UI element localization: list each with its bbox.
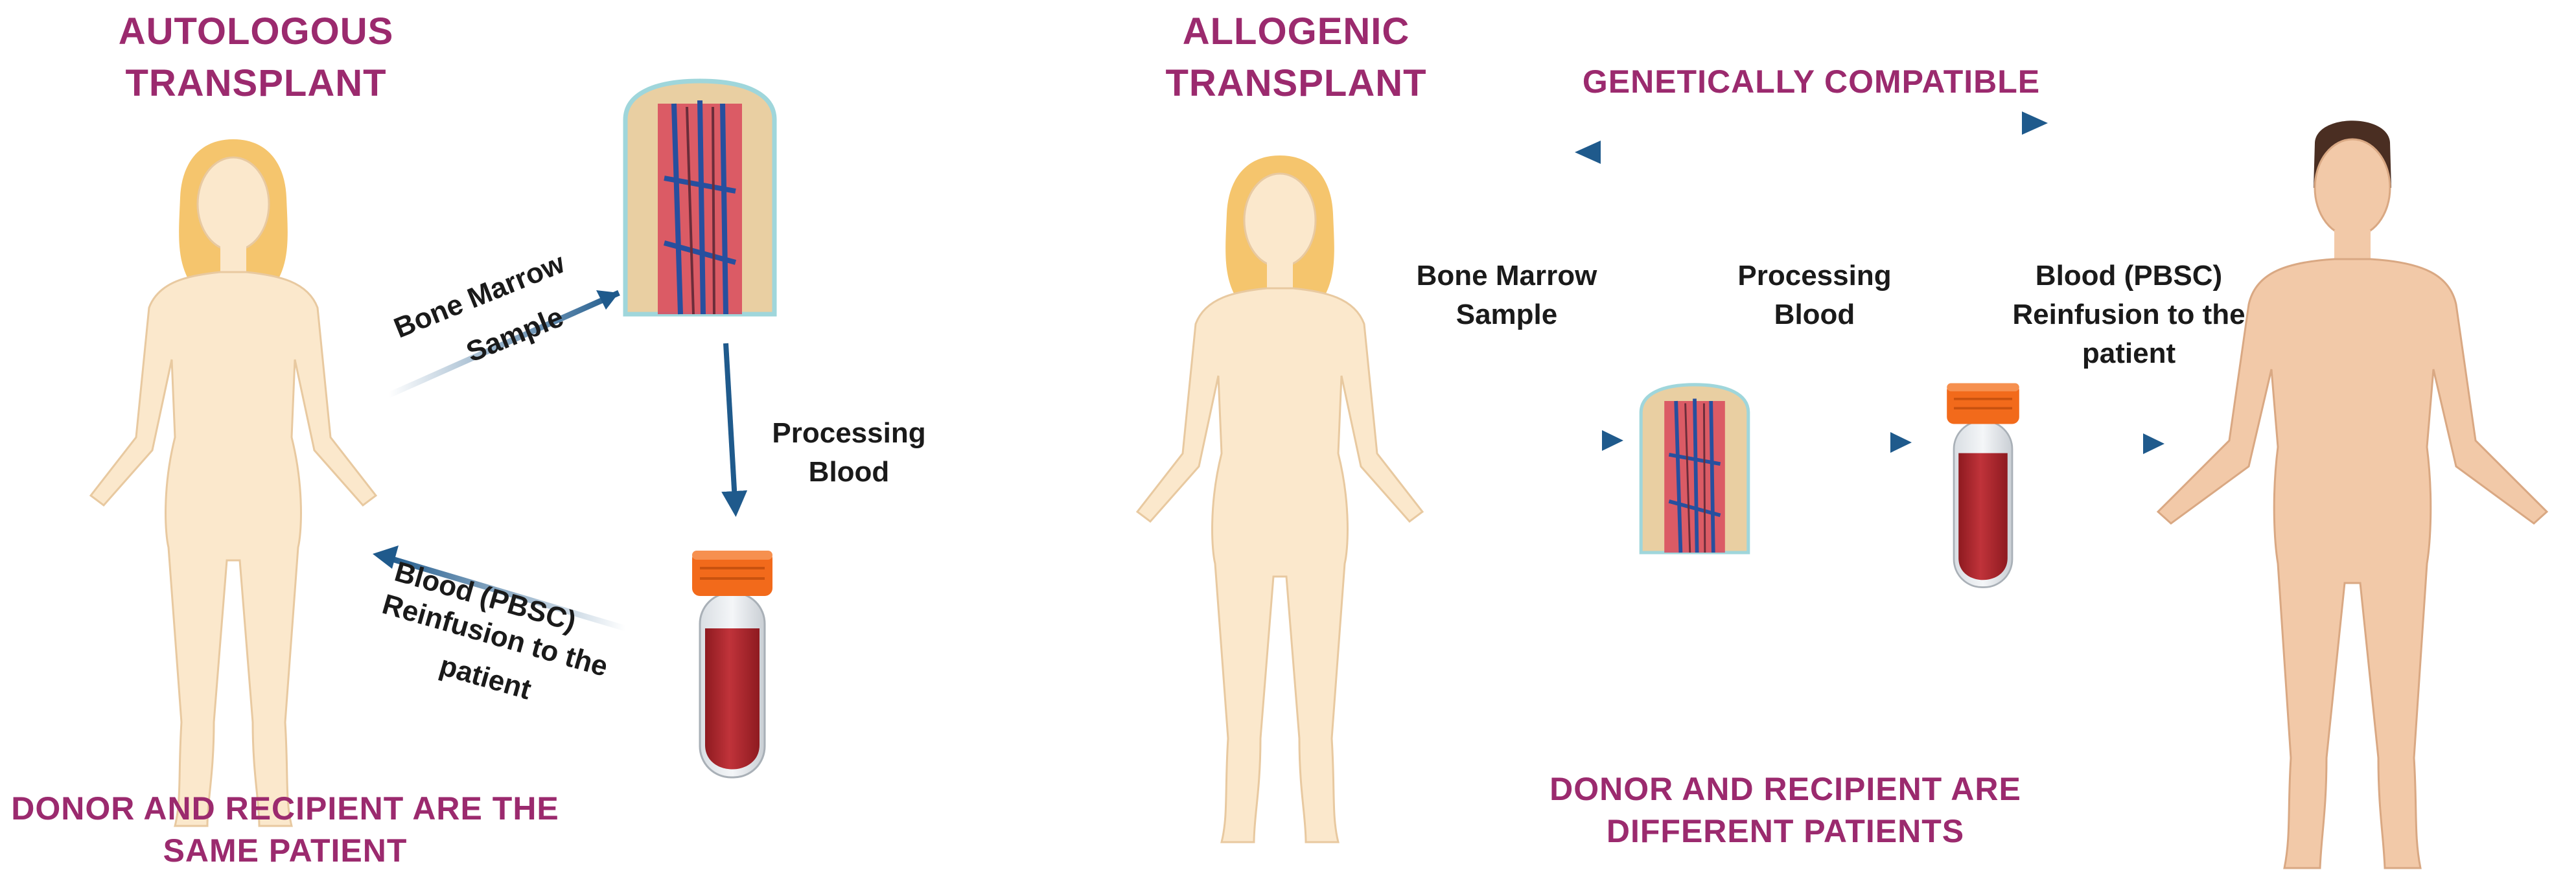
allogenic-section: ALLOGENIC TRANSPLANT GENETICALLY COMPATI… [1136, 10, 2548, 869]
autologous-caption-line2: SAME PATIENT [163, 832, 408, 869]
autologous-arrowhead-to-bone-marrow [596, 290, 619, 310]
allogenic-title-line2: TRANSPLANT [1165, 62, 1426, 104]
allogenic-processing-label-line1: Processing [1737, 260, 1891, 292]
allogenic-bone-marrow-label-line2: Sample [1456, 299, 1558, 330]
compatibility-arrowhead-left [1575, 141, 1601, 164]
allogenic-caption-line2: DIFFERENT PATIENTS [1607, 813, 1964, 849]
autologous-bone-marrow-sample [625, 81, 774, 314]
autologous-caption-line1: DONOR AND RECIPIENT ARE THE [11, 790, 559, 827]
autologous-patient-figure [89, 138, 377, 827]
autologous-title-line2: TRANSPLANT [125, 62, 386, 104]
autologous-blood-tube [691, 549, 774, 779]
allogenic-reinfusion-label-line2: Reinfusion to the [2012, 299, 2245, 330]
allogenic-arrowhead-reinfusion [2143, 433, 2164, 454]
allogenic-blood-tube [1945, 382, 2021, 589]
autologous-arrow-to-processing [721, 343, 748, 517]
allogenic-donor-figure [1136, 154, 1424, 843]
allogenic-processing-label-line2: Blood [1774, 299, 1855, 330]
genetically-compatible-label: GENETICALLY COMPATIBLE [1583, 63, 2040, 100]
allogenic-title-line1: ALLOGENIC [1183, 10, 1410, 52]
compatibility-arrowhead-right [2022, 111, 2048, 135]
autologous-processing-label-line1: Processing [772, 417, 925, 449]
allogenic-caption-line1: DONOR AND RECIPIENT ARE [1549, 771, 2021, 807]
autologous-processing-label-line2: Blood [809, 456, 890, 488]
autologous-section: AUTOLOGOUS TRANSPLANT Bone Marrow Sample… [11, 10, 925, 869]
allogenic-bone-marrow-label-line1: Bone Marrow [1417, 260, 1597, 292]
allogenic-reinfusion-label-line1: Blood (PBSC) [2036, 260, 2222, 292]
autologous-title-line1: AUTOLOGOUS [119, 10, 394, 52]
allogenic-recipient-figure [2157, 119, 2548, 869]
allogenic-reinfusion-label-line3: patient [2082, 338, 2176, 369]
allogenic-arrowhead-to-bone-marrow [1602, 430, 1623, 451]
autologous-arrow-reinfusion [384, 554, 627, 632]
autologous-arrow-to-bone-marrow [388, 290, 620, 398]
allogenic-bone-marrow-sample [1641, 385, 1748, 553]
allogenic-arrowhead-to-processing [1890, 432, 1912, 453]
autologous-arrowhead-reinfusion [373, 545, 399, 569]
